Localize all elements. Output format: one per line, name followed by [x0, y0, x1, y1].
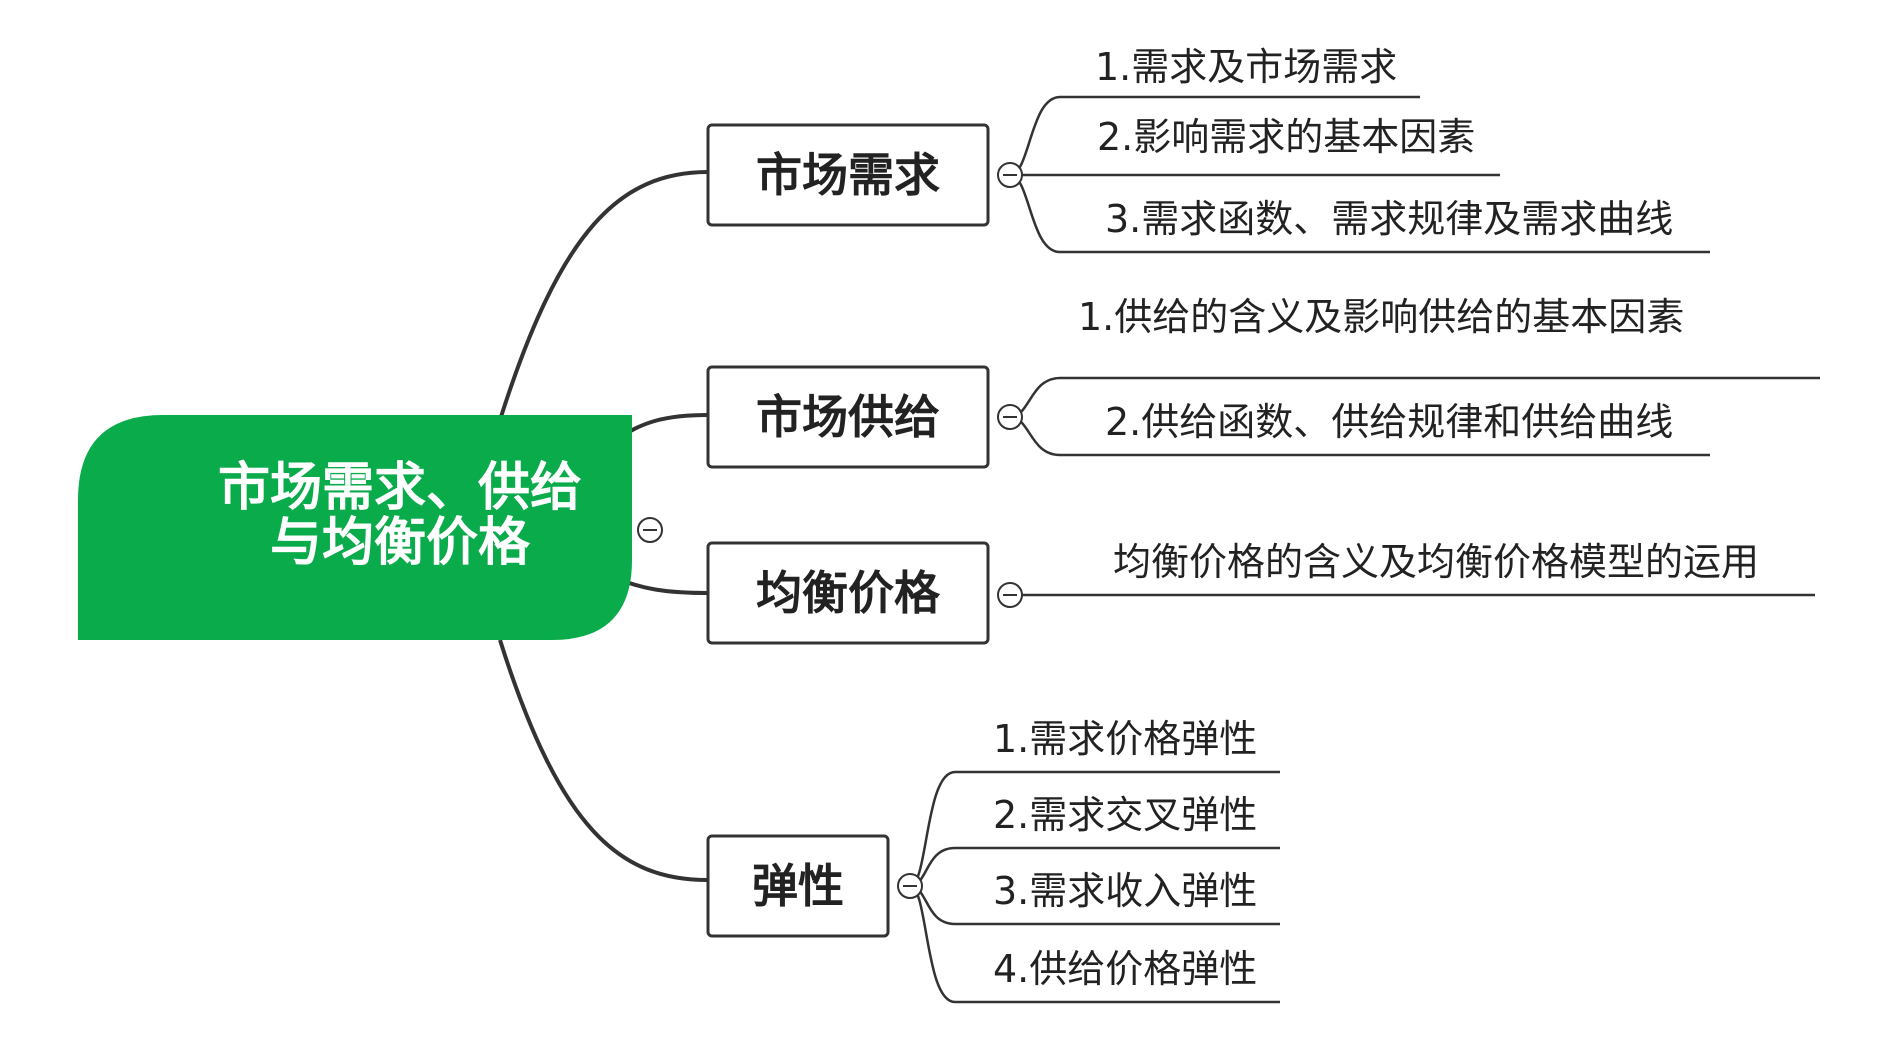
leaf-item: 1.需求及市场需求: [1095, 45, 1397, 89]
leaf-item: 均衡价格的含义及均衡价格模型的运用: [1113, 540, 1759, 584]
branch-elasticity-box: [706, 834, 890, 938]
branch-supply: 市场供给 1.供给的含义及影响供给的基本因素 2.供给函数、供给规律和供给曲线: [706, 295, 1820, 469]
edge-root-elasticity: [498, 639, 709, 882]
collapse-minus-icon[interactable]: [637, 517, 663, 543]
branch-demand: 市场需求 1.需求及市场需求 2.影响需求的基本因素 3.需求函数、需求规律及需…: [706, 45, 1710, 254]
branch-elasticity-label: 弹性: [752, 859, 844, 913]
branch-demand-box: [706, 123, 990, 227]
edge-root-demand: [498, 170, 709, 421]
root-title-line-2: 与均衡价格: [270, 513, 531, 573]
collapse-minus-icon[interactable]: [997, 162, 1023, 188]
branch-elasticity: 弹性 1.需求价格弹性 2.需求交叉弹性 3.需求收入弹性 4.供给价格弹性: [706, 717, 1280, 1004]
leaf-item: 3.需求收入弹性: [993, 869, 1257, 913]
leaf-item: 2.影响需求的基本因素: [1097, 115, 1475, 159]
leaf-item: 1.需求价格弹性: [993, 717, 1257, 761]
leaf-item: 3.需求函数、需求规律及需求曲线: [1105, 197, 1673, 241]
branch-equilibrium-node[interactable]: 均衡价格: [706, 541, 990, 645]
branch-elasticity-node[interactable]: 弹性: [706, 834, 890, 938]
root-node[interactable]: 市场需求、供给 与均衡价格: [78, 415, 632, 640]
branch-supply-box: [706, 365, 990, 469]
collapse-minus-icon[interactable]: [997, 404, 1023, 430]
leaf-item: 2.需求交叉弹性: [993, 793, 1257, 837]
leaf-item: 1.供给的含义及影响供给的基本因素: [1078, 295, 1684, 339]
branch-demand-node[interactable]: 市场需求: [706, 123, 990, 227]
collapse-minus-icon[interactable]: [997, 582, 1023, 608]
branch-supply-node[interactable]: 市场供给: [706, 365, 990, 469]
collapse-minus-icon[interactable]: [897, 873, 923, 899]
leaf-item: 2.供给函数、供给规律和供给曲线: [1105, 400, 1673, 444]
branch-equilibrium-box: [706, 541, 990, 645]
leaf-item: 4.供给价格弹性: [993, 947, 1257, 991]
root-node-shape: [78, 415, 632, 640]
branch-equilibrium: 均衡价格 均衡价格的含义及均衡价格模型的运用: [706, 540, 1815, 645]
root-title-line-1: 市场需求、供给: [218, 458, 582, 518]
branch-supply-label: 市场供给: [756, 390, 940, 444]
branch-equilibrium-label: 均衡价格: [756, 566, 941, 620]
branch-demand-label: 市场需求: [756, 148, 940, 202]
